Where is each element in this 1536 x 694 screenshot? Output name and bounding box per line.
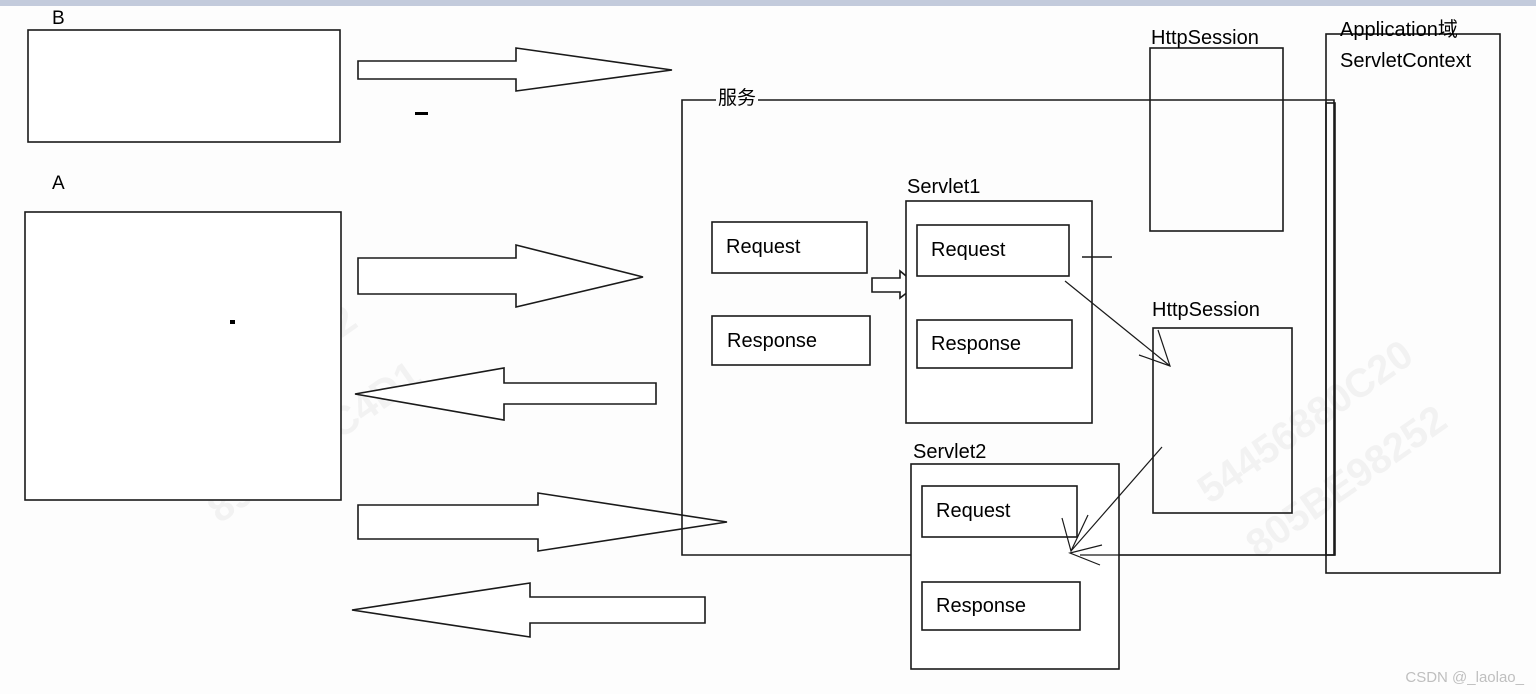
servletcontext-label: ServletContext	[1340, 50, 1472, 72]
servlet2-response-box	[921, 581, 1081, 631]
client-request-box	[711, 221, 868, 274]
arrow-right-2	[357, 243, 644, 309]
arrowhead-session-bottom	[1138, 329, 1171, 367]
service-label: 服务	[716, 88, 759, 110]
client-response-box	[711, 315, 871, 366]
servlet1-title: Servlet1	[907, 176, 981, 198]
servlet2-response-label: Response	[936, 595, 1027, 617]
arrowhead-servlet2-diag	[1061, 514, 1089, 553]
servlet1-response-box	[916, 319, 1073, 369]
application-box	[1325, 33, 1501, 574]
servlet2-title: Servlet2	[913, 441, 987, 463]
window-top-strip	[0, 0, 1536, 6]
marker-dash-b	[415, 112, 428, 115]
box-a	[24, 211, 342, 501]
box-b-label: B	[52, 8, 65, 29]
servlet2-request-box	[921, 485, 1078, 538]
connector-session-to-servlet2	[1070, 446, 1163, 552]
arrow-left-2	[351, 582, 706, 638]
arrow-right-1	[357, 47, 673, 92]
httpsession-top-title: HttpSession	[1151, 27, 1259, 49]
application-title: Application域	[1340, 19, 1458, 41]
servlet1-request-box	[916, 224, 1070, 277]
csdn-watermark: CSDN @_laolao_	[1405, 669, 1524, 686]
httpsession-bottom-title: HttpSession	[1152, 299, 1260, 321]
client-request-label: Request	[726, 236, 801, 258]
servlet1-response-label: Response	[931, 333, 1022, 355]
connector-servlet1-to-session	[1064, 280, 1171, 367]
servlet2-request-label: Request	[936, 500, 1011, 522]
box-b	[27, 29, 341, 143]
marker-dot-a	[230, 320, 235, 324]
servlet1-request-label: Request	[931, 239, 1006, 261]
arrow-right-3	[357, 492, 728, 552]
box-a-label: A	[52, 173, 65, 194]
httpsession-top-box	[1149, 47, 1284, 232]
arrowhead-servlet2-horizontal	[1068, 544, 1103, 566]
application-inner-strip	[1325, 102, 1336, 556]
arrow-left-1	[354, 367, 657, 421]
client-response-label: Response	[727, 330, 818, 352]
httpsession-bottom-box	[1152, 327, 1293, 514]
